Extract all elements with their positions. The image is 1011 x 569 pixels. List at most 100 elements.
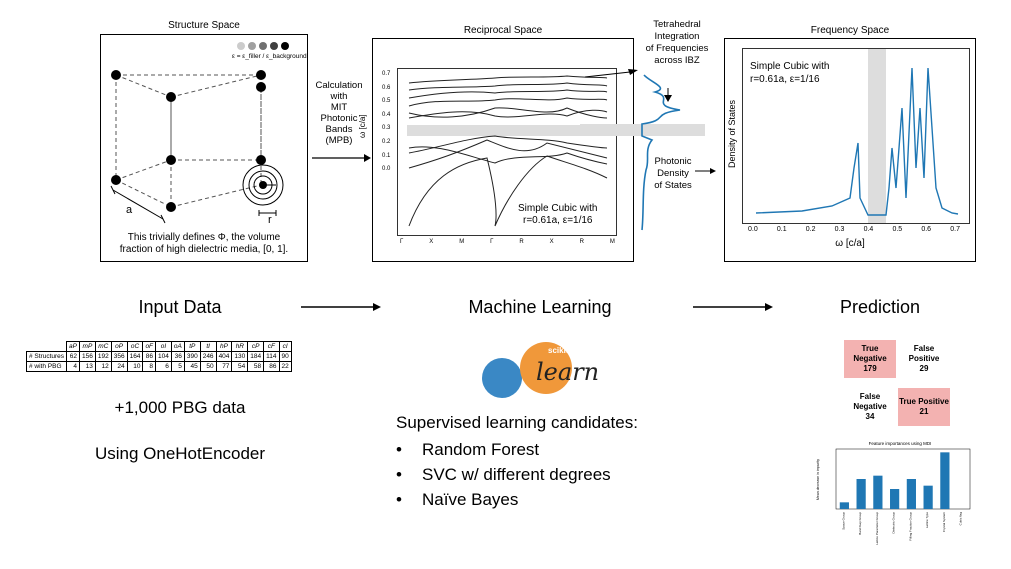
tp-label: True Positive	[899, 397, 949, 406]
table-header-cell: tP	[183, 341, 201, 352]
calc-line-3: MIT	[330, 102, 348, 113]
table-header-cell: tI	[199, 341, 217, 352]
ytick-5: 0.3	[382, 125, 391, 132]
reciprocal-legend-line1: Simple Cubic with	[518, 203, 598, 214]
table-cell: 130	[231, 351, 249, 362]
candidate-list: •Random Forest •SVC w/ different degrees…	[396, 437, 611, 512]
encoder-note: Using OneHotEncoder	[94, 444, 266, 463]
structure-space-title: Structure Space	[168, 20, 240, 31]
table-cell: 104	[155, 351, 172, 362]
reciprocal-legend: Simple Cubic with r=0.61a, ε=1/16	[518, 203, 598, 227]
table-header-cell	[26, 341, 68, 352]
feature-bar	[856, 479, 866, 509]
list-item: •Random Forest	[396, 440, 540, 459]
sklearn-logo: scikit learn	[478, 338, 600, 400]
ytick-4: 0.4	[382, 111, 391, 118]
table-header-cell: oF	[142, 341, 157, 352]
sklearn-learn-text: learn	[536, 358, 600, 386]
fxtick-1: 0.0	[748, 226, 758, 233]
table-row: # Structures 62 156 192 356 164 86 104 3…	[25, 351, 292, 362]
table-cell: 58	[247, 361, 265, 372]
table-cell: 45	[183, 361, 201, 372]
sklearn-scikit-text: scikit	[548, 346, 569, 355]
feature-tick-label: Crystal System	[942, 512, 946, 533]
feature-tick-label: Cubic flag	[959, 512, 963, 526]
calc-line-4: Photonic	[320, 113, 358, 124]
reciprocal-ylabel: ω [c/a]	[358, 114, 367, 138]
table-cell: 390	[183, 351, 201, 362]
tetra-line-1: Tetrahedral	[653, 19, 701, 30]
feature-bar	[906, 479, 916, 509]
table-cell: 8	[142, 361, 157, 372]
calc-arrow	[312, 154, 371, 162]
feature-chart-title: Feature importances using MDI	[868, 441, 932, 446]
fxtick-2: 0.1	[776, 226, 787, 233]
feature-chart-ylabel: Mean decrease in impurity	[816, 458, 820, 500]
table-cell: 246	[199, 351, 217, 362]
xtick-5: R	[519, 239, 524, 245]
table-cell: 54	[231, 361, 249, 372]
table-header-cell: cF	[263, 341, 280, 352]
table-header-cell: hR	[231, 341, 249, 352]
table-header-cell: cP	[247, 341, 265, 352]
table-header-cell: cI	[278, 341, 292, 352]
table-header-cell: oI	[155, 341, 172, 352]
table-cell: # with PBG	[25, 361, 68, 372]
list-item: •SVC w/ different degrees	[396, 465, 611, 484]
xtick-8: M	[609, 239, 615, 245]
structure-caption-1: This trivially defines Φ, the volume	[127, 232, 281, 243]
fp-label: False Positive	[908, 344, 940, 363]
pdos-line-3: of States	[654, 180, 692, 191]
structure-caption-2: fraction of high dielectric media, [0, 1…	[119, 244, 289, 255]
input-data-heading: Input Data	[138, 297, 222, 317]
table-header-cell: oP	[110, 341, 128, 352]
ytick-2: 0.6	[382, 84, 391, 91]
ytick-1: 0.7	[382, 71, 391, 77]
table-cell: 404	[215, 351, 233, 362]
list-item-label: SVC w/ different degrees	[422, 465, 611, 484]
list-item: •Naïve Bayes	[396, 490, 519, 509]
cube-lattice-diagram	[110, 42, 289, 224]
band-structure-plot	[397, 68, 617, 236]
xtick-3: M	[459, 239, 465, 245]
feature-bar	[839, 502, 849, 509]
frequency-space-title: Frequency Space	[810, 25, 890, 36]
table-cell: 6	[155, 361, 172, 372]
table-cell: 10	[126, 361, 144, 372]
dos-arrow	[695, 168, 716, 174]
calc-line-2: with	[330, 91, 348, 102]
table-cell: 156	[79, 351, 96, 362]
tetra-line-3: of Frequencies	[645, 43, 709, 54]
fxtick-7: 0.6	[921, 226, 932, 233]
tp-value: 21	[919, 407, 929, 416]
table-cell: # Structures	[25, 351, 68, 362]
table-cell: 50	[199, 361, 217, 372]
fn-label: False Negative	[853, 392, 887, 411]
frequency-ylabel: Density of States	[727, 99, 737, 168]
xtick-6: X	[549, 239, 554, 245]
table-cell: 77	[215, 361, 233, 372]
tn-label: True Negative	[853, 344, 887, 363]
table-header-cell: hP	[215, 341, 233, 352]
label-r: r	[268, 214, 272, 226]
fxtick-8: 0.7	[950, 226, 960, 233]
table-header-cell: aP	[66, 341, 80, 352]
ytick-6: 0.2	[382, 138, 391, 145]
feature-bar	[873, 475, 883, 509]
table-header-row: aP mP mC oP oC oF oI oA tP tI hP hR cP c…	[26, 341, 292, 352]
frequency-legend: Simple Cubic with r=0.61a, ε=1/16	[750, 60, 829, 86]
feature-bar	[923, 485, 933, 509]
table-cell: 356	[110, 351, 128, 362]
frequency-legend-line1: Simple Cubic with	[750, 61, 830, 72]
pdos-line-1: Photonic	[654, 156, 692, 167]
sklearn-logo-shapes	[482, 342, 572, 398]
ytick-7: 0.1	[382, 152, 391, 159]
fxtick-5: 0.4	[863, 226, 874, 233]
frequency-xticks: 0.0 0.1 0.2 0.3 0.4 0.5 0.6 0.7	[748, 226, 960, 233]
calc-line-5: Bands	[325, 124, 353, 135]
tn-value: 179	[863, 364, 877, 373]
xtick-1: Γ	[400, 239, 404, 245]
